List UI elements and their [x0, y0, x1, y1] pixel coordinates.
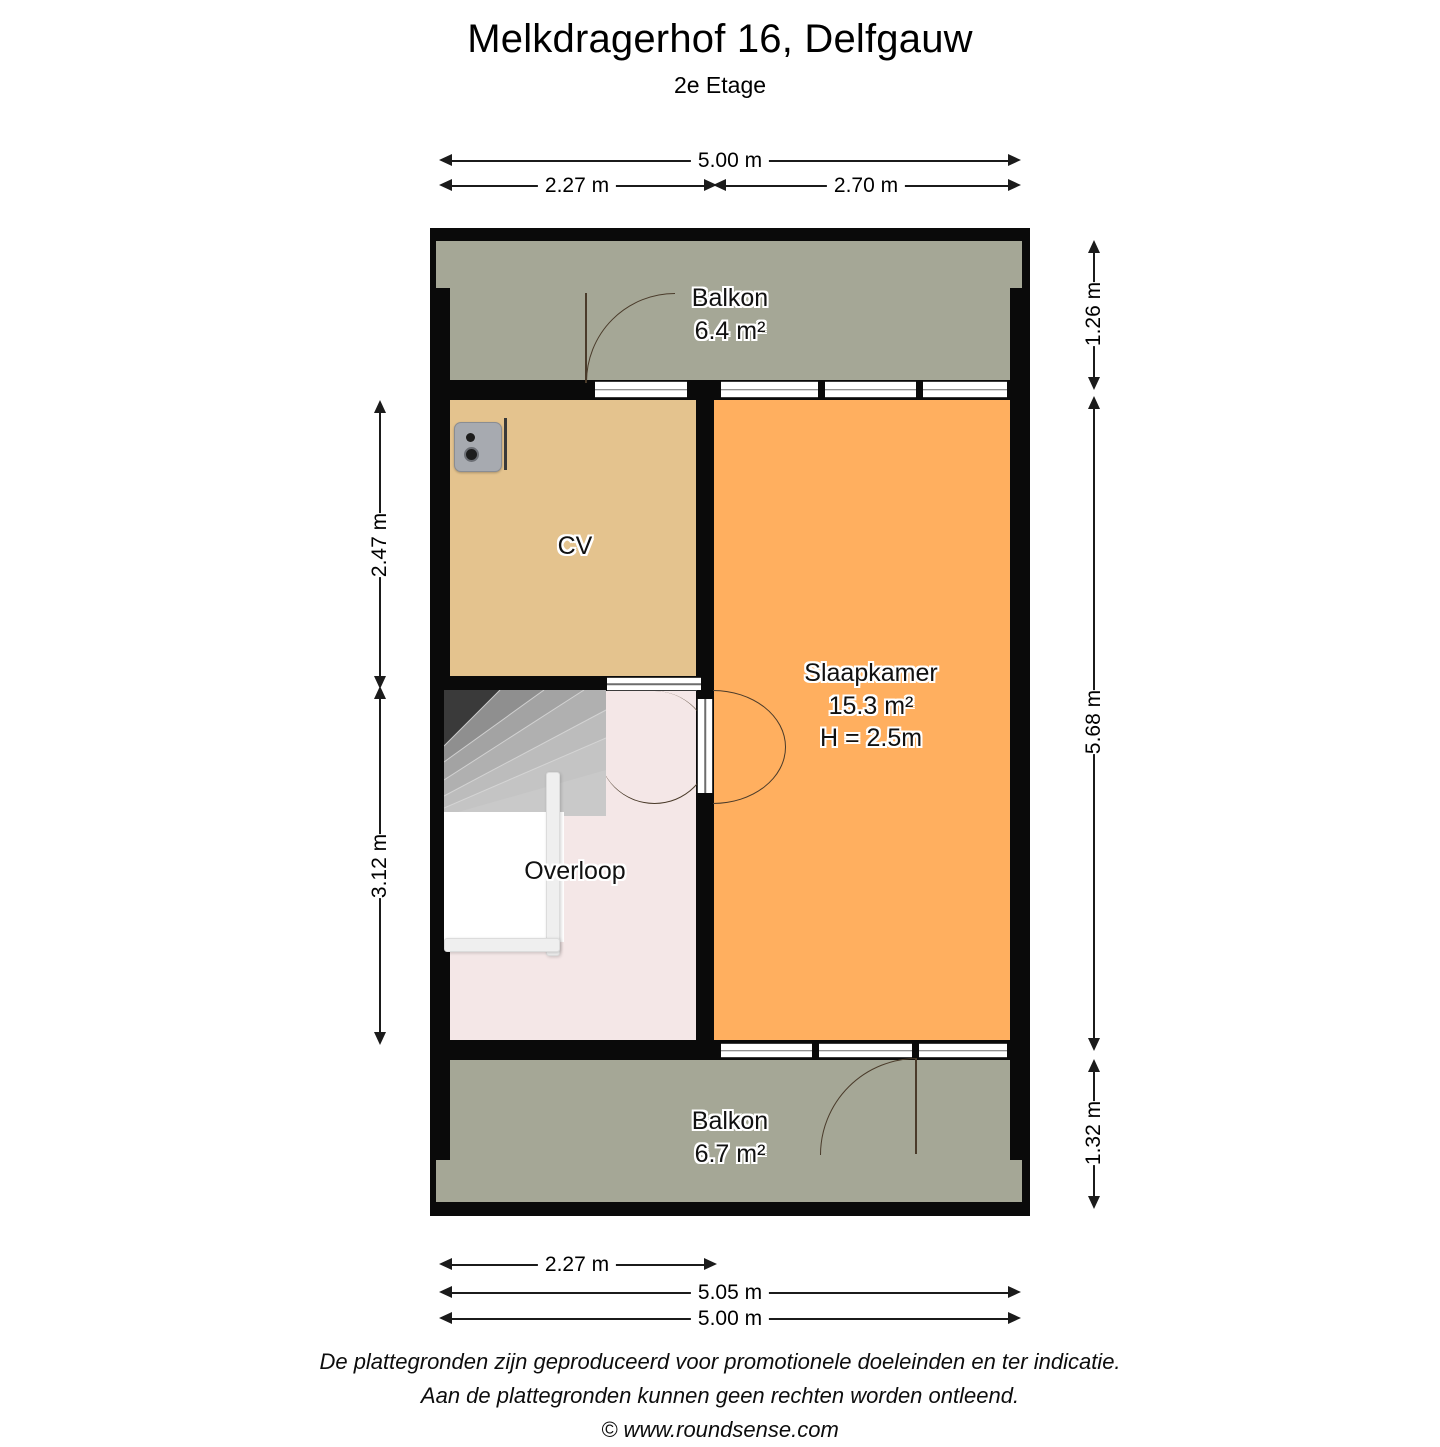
room-balcony-bottom-fill	[434, 1048, 1026, 1206]
boiler-dot	[466, 433, 475, 442]
stairwell-opening	[444, 812, 564, 942]
dimension-bottom-middle-label: 5.05 m	[690, 1281, 770, 1305]
door-leaf-cv-balcony	[585, 293, 587, 383]
wall-balcony-top-right-rail	[1022, 228, 1030, 290]
boiler-icon	[454, 422, 502, 472]
window-stop	[916, 381, 923, 398]
wall-balcony-bottom-railing	[430, 1202, 1030, 1216]
dimension-bottom-left-label: 2.27 m	[537, 1253, 617, 1277]
window-stop	[714, 381, 721, 398]
dimension-bottom-overall-label: 5.00 m	[690, 1307, 770, 1331]
window-stop	[697, 690, 713, 699]
window-stop	[714, 1043, 721, 1058]
plan-footer: De plattegronden zijn geproduceerd voor …	[0, 1345, 1440, 1447]
footer-line-2: Aan de plattegronden kunnen geen rechten…	[420, 1383, 1020, 1409]
wall-exterior-right	[1010, 288, 1030, 1160]
window-stop	[1007, 381, 1014, 398]
window-bedroom-balcony-bottom[interactable]	[714, 1043, 1014, 1058]
wall-balcony-bottom-right-rail	[1022, 1158, 1030, 1216]
window-stop	[687, 381, 696, 398]
window-stop	[912, 1043, 919, 1058]
window-stop	[1007, 1043, 1014, 1058]
room-balcony-top-fill	[434, 238, 1026, 390]
boiler-dot	[464, 447, 479, 462]
window-stop	[812, 1043, 819, 1058]
dimension-top-right-label: 2.70 m	[826, 174, 906, 198]
dimension-left-bottom-label: 3.12 m	[361, 833, 399, 899]
window-bedroom-balcony-top[interactable]	[714, 381, 1014, 398]
window-cv-balcony-door[interactable]	[586, 381, 696, 398]
boiler-pipe-icon	[504, 418, 507, 470]
window-stop	[701, 677, 710, 691]
dimension-right-top-label: 1.26 m	[1075, 281, 1113, 347]
footer-line-3: © www.roundsense.com	[601, 1417, 839, 1443]
staircase-winder-treads	[444, 690, 606, 816]
page-subtitle: 2e Etage	[673, 72, 767, 98]
window-landing-bedroom-door[interactable]	[697, 690, 713, 802]
dimension-top-left-label: 2.27 m	[537, 174, 617, 198]
wall-balcony-bottom-left-rail	[430, 1158, 436, 1216]
window-cv-landing-door[interactable]	[598, 677, 710, 691]
dimension-top-overall-label: 5.00 m	[690, 149, 770, 173]
dimension-right-bottom-label: 1.32 m	[1075, 1100, 1113, 1166]
wall-balcony-top-railing	[430, 228, 1030, 241]
window-stop	[598, 677, 607, 691]
door-leaf-bedroom-balcony-bottom	[915, 1058, 917, 1154]
window-stop	[818, 381, 825, 398]
stair-railing-horizontal	[444, 938, 560, 952]
staircase-svg	[444, 690, 606, 816]
dimension-left-top-label: 2.47 m	[361, 512, 399, 578]
window-stop	[697, 793, 713, 802]
door-swing-cv-landing	[598, 691, 711, 804]
wall-balcony-top-left-rail	[430, 228, 436, 290]
plan-header: Melkdragerhof 16, Delfgauw 2e Etage	[0, 0, 1440, 99]
dimension-right-middle-label: 5.68 m	[1075, 689, 1113, 755]
window-stop	[586, 381, 595, 398]
page-title: Melkdragerhof 16, Delfgauw	[467, 17, 973, 61]
stair-railing-vertical	[546, 772, 560, 956]
footer-line-1: De plattegronden zijn geproduceerd voor …	[319, 1349, 1121, 1374]
